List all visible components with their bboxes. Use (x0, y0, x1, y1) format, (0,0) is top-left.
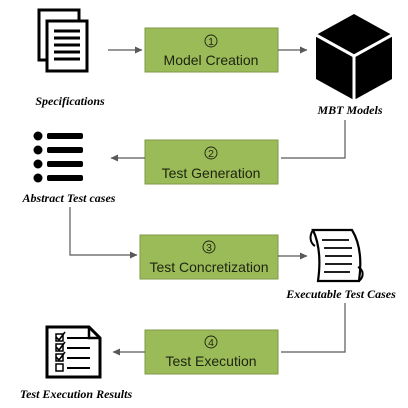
bullet-list-icon (33, 131, 83, 183)
step-label: Test Generation (162, 165, 261, 181)
step-label: Test Execution (165, 353, 256, 369)
step-test-execution: 4 Test Execution (144, 329, 279, 375)
arrow-mbt-models-to-test-generation (281, 120, 346, 159)
cube-icon (315, 14, 393, 100)
checklist-document-icon (45, 325, 102, 379)
mbt-models-label: MBT Models (316, 103, 382, 117)
scroll-icon (309, 228, 364, 283)
arrow-executable-test-cases-to-test-execution (281, 303, 346, 353)
specifications-label: Specifications (35, 94, 105, 108)
arrow-abstract-test-cases-to-test-concretization (69, 207, 138, 259)
step-number: 1 (208, 36, 214, 48)
abstract-test-cases-label: Abstract Test cases (22, 191, 116, 205)
step-model-creation: 1 Model Creation (144, 27, 279, 73)
step-test-concretization: 3 Test Concretization (139, 234, 279, 280)
step-label: Test Concretization (149, 259, 268, 275)
documents-icon (37, 8, 89, 73)
step-number: 2 (208, 148, 214, 160)
executable-test-cases-label: Executable Test Cases (285, 287, 396, 301)
step-number: 4 (208, 337, 214, 349)
test-execution-results-label: Test Execution Results (20, 387, 133, 401)
step-test-generation: 2 Test Generation (144, 139, 279, 185)
step-label: Model Creation (164, 52, 259, 68)
step-number: 3 (206, 242, 212, 254)
